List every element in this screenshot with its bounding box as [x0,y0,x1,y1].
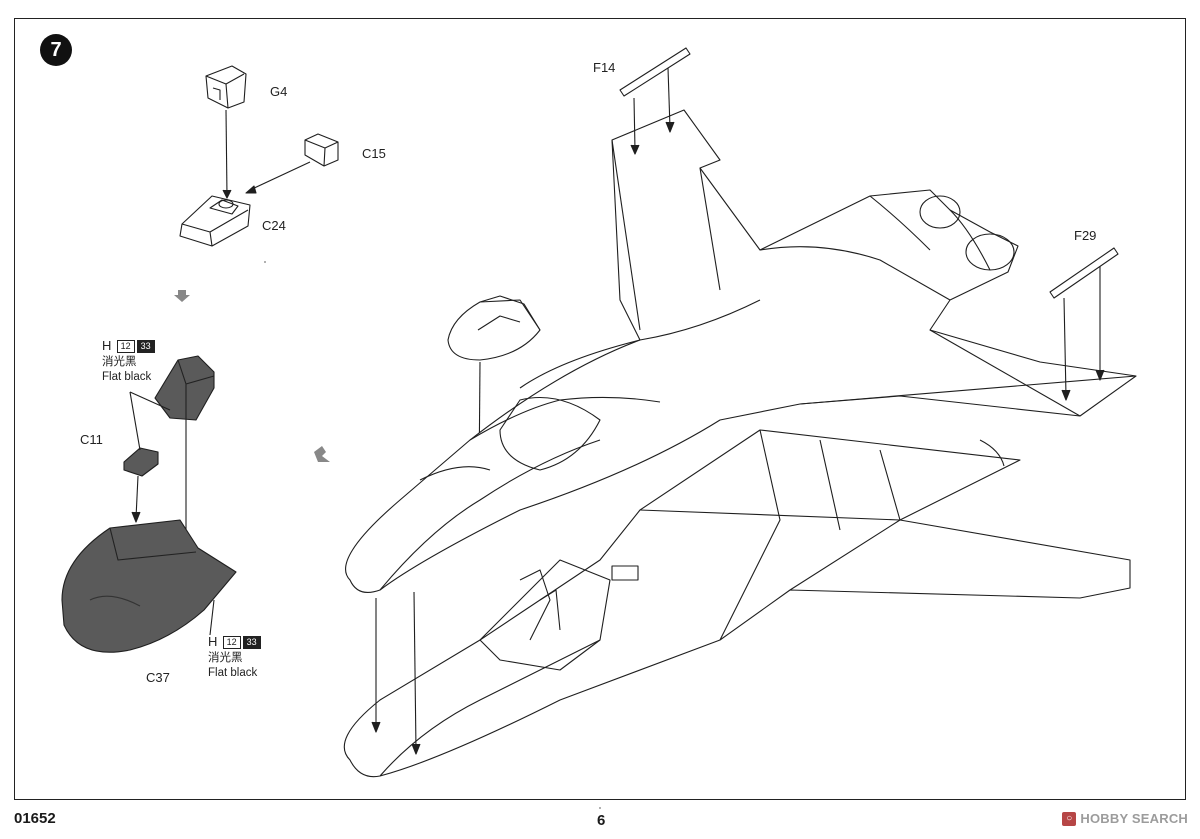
brand-watermark: ○ HOBBY SEARCH [1062,811,1188,826]
upper-fuselage [345,109,1137,593]
hobby-search-logo-icon: ○ [1062,811,1077,826]
label-part-f29: F29 [1074,228,1097,243]
label-part-c15: C15 [362,146,386,161]
label-part-c24: C24 [262,218,286,233]
part-c15 [304,133,339,167]
paint-letter: H [102,338,112,353]
part-g4 [205,65,247,109]
paint-code-b: 33 [242,636,261,649]
lower-fuselage [343,429,1131,778]
paint-name-chinese: 消光黑 [208,652,243,664]
paint-name-english: Flat black [102,371,152,383]
paint-name-chinese: 消光黑 [102,356,137,368]
label-part-f14: F14 [593,60,616,75]
paint-letter: H [208,634,218,649]
step-number-badge: 7 [40,34,72,66]
paint-code-a: 12 [222,636,241,649]
part-c24 [179,195,251,247]
part-f29 [1049,247,1119,299]
part-seat-shaded [154,355,215,421]
instruction-frame [14,18,1186,800]
part-windscreen-frame [447,295,541,361]
part-c37 [61,519,237,653]
kit-number: 01652 [14,810,56,827]
paint-name-english: Flat black [208,667,258,679]
label-part-c37: C37 [146,670,170,685]
brand-name: HOBBY SEARCH [1080,811,1188,826]
part-f14 [619,47,691,97]
paint-code-a: 12 [116,340,135,353]
label-part-g4: G4 [270,84,288,99]
page-number: 6 [597,812,606,829]
label-part-c11: C11 [80,432,103,447]
paint-code-b: 33 [136,340,155,353]
part-c11 [123,447,159,477]
